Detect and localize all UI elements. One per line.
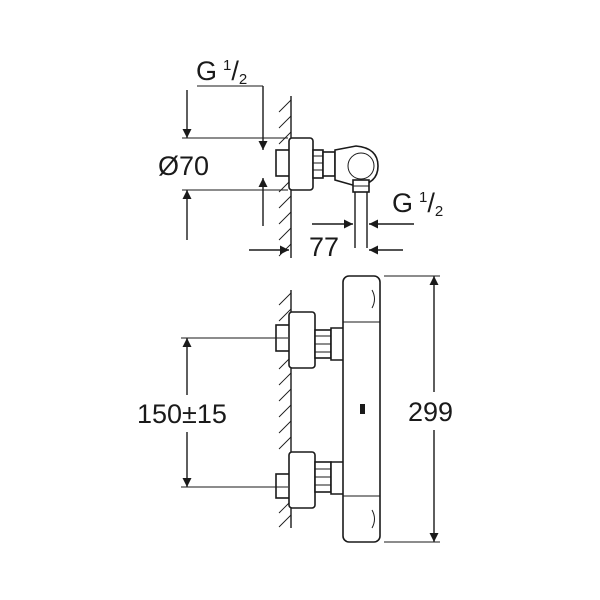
diameter-dimension [182, 90, 288, 240]
inlet-fitting [275, 137, 336, 191]
lower-connection [275, 451, 352, 509]
spacing-dimension [181, 337, 288, 488]
height-dimension [384, 275, 440, 543]
upper-connection [275, 311, 352, 369]
valve-body [342, 275, 381, 543]
depth-label: 77 [309, 232, 339, 262]
indicator-mark [360, 404, 365, 414]
height-label: 299 [408, 397, 453, 427]
front-view: 150±15 299 [137, 275, 453, 543]
diameter-label: Ø70 [158, 151, 209, 181]
spacing-label: 150±15 [137, 399, 227, 429]
inlet-thread-dimension [197, 85, 268, 226]
valve-body-end-view [334, 145, 379, 248]
